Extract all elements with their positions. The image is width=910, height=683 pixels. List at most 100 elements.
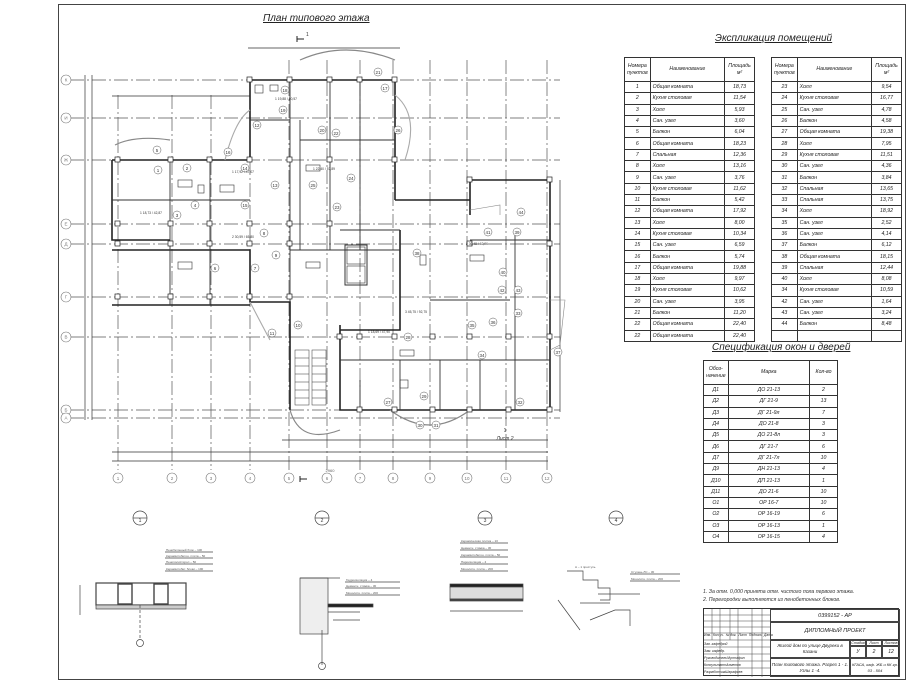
room-area: 11,62 xyxy=(724,182,755,195)
element-mark: ДГ 21-7 xyxy=(727,440,811,453)
room-number: 22 xyxy=(624,329,651,342)
col-num: Номера пунктов xyxy=(771,57,798,82)
room-area: 1,64 xyxy=(871,295,902,308)
room-label: 8 xyxy=(263,231,266,236)
room-area: 8,08 xyxy=(871,273,902,286)
sheet-ref: Лист 2 xyxy=(495,436,513,442)
room-area: 8,48 xyxy=(871,318,902,331)
room-number: 22 xyxy=(624,318,651,331)
element-qty: 4 xyxy=(809,530,838,544)
room-label: 20 xyxy=(319,128,325,133)
svg-text:Гидроизоляция – 4: Гидроизоляция – 4 xyxy=(346,578,373,582)
apartment-tag: 1 18,73 / 42,87 xyxy=(140,211,162,215)
axis-column-label: 6 xyxy=(326,476,329,481)
room-number: 30 xyxy=(771,160,798,173)
axis-column-label: 5 xyxy=(288,476,291,481)
room-name: Холл xyxy=(649,216,726,229)
room-number: 37 xyxy=(771,239,798,252)
svg-text:Керамическая плитка – 10: Керамическая плитка – 10 xyxy=(461,539,498,543)
axis-row-label: А xyxy=(64,416,67,421)
room-number: 7 xyxy=(624,148,651,162)
room-area: 6,59 xyxy=(724,239,755,252)
room-area: 5,93 xyxy=(724,103,755,116)
element-code: Д6 xyxy=(703,440,729,453)
room-name: Балкон xyxy=(796,171,873,184)
room-area: 18,23 xyxy=(724,137,755,150)
col-code: Обоз-начение xyxy=(703,360,729,385)
axis-column-label: 11 xyxy=(504,476,509,481)
room-label: 9 xyxy=(275,253,278,258)
room-number: 33 xyxy=(771,193,798,207)
room-number: 2 xyxy=(624,92,651,105)
stage-value: У xyxy=(850,646,866,658)
element-code: Д7 xyxy=(703,451,729,465)
room-label: 32 xyxy=(517,400,523,405)
svg-text:А – 1 проступь: А – 1 проступь xyxy=(575,565,596,569)
svg-text:Ступень ЛС – 30: Ступень ЛС – 30 xyxy=(631,570,655,574)
room-name: Сан. узел xyxy=(796,216,873,229)
element-mark: ОР 16-7 xyxy=(727,496,811,510)
element-qty: 2 xyxy=(809,383,838,397)
room-name: Холл xyxy=(796,137,873,150)
room-number: 19 xyxy=(624,284,651,297)
apartment-tag: 3 45,75 / 92,75 xyxy=(405,310,427,314)
room-area: 5,74 xyxy=(724,250,755,263)
room-area: 9,97 xyxy=(724,273,755,286)
room-label: 18 xyxy=(282,88,288,93)
room-number: 3 xyxy=(624,103,651,116)
room-label: 24 xyxy=(348,176,354,181)
room-label: 28 xyxy=(405,335,411,340)
room-area: 13,16 xyxy=(724,160,755,173)
room-name: Холл xyxy=(796,80,873,94)
sheet-label: Лист xyxy=(866,640,882,646)
element-mark: ДН 21-13 xyxy=(727,463,811,476)
room-number: 27 xyxy=(771,126,798,139)
room-name: Балкон xyxy=(649,250,726,263)
room-area: 18,15 xyxy=(871,250,902,263)
room-number: 44 xyxy=(771,318,798,331)
room-name: Кухня столовая xyxy=(649,227,726,241)
room-label: 5 xyxy=(156,148,159,153)
axis-column-label: 3 xyxy=(210,476,213,481)
room-name: Балкон xyxy=(649,193,726,207)
room-name: Балкон xyxy=(649,306,726,320)
room-area: 11,51 xyxy=(871,148,902,162)
room-number: 23 xyxy=(771,80,798,94)
room-name: Сан. узел xyxy=(796,306,873,320)
room-area: 7,95 xyxy=(871,137,902,150)
floor-plan: 2960 1 1 Лист 2 123456789101112131415161… xyxy=(60,32,566,484)
element-code: О2 xyxy=(703,508,729,521)
room-area: 9,54 xyxy=(871,80,902,94)
room-label: 6 xyxy=(214,266,217,271)
room-area: 11,20 xyxy=(724,306,755,320)
element-mark: ДО 21-6 xyxy=(727,485,811,498)
room-label: 7 xyxy=(254,266,257,271)
svg-text:Пенобетонный блок – 100: Пенобетонный блок – 100 xyxy=(166,548,202,552)
element-qty: 6 xyxy=(809,440,838,453)
svg-text:Керамзитобетон. плита – 50: Керамзитобетон. плита – 50 xyxy=(461,553,500,557)
axis-column-label: 8 xyxy=(392,476,395,481)
room-area: 10,34 xyxy=(724,227,755,241)
room-area: 19,88 xyxy=(724,261,755,275)
svg-text:Керамзитобетон. плита – 50: Керамзитобетон. плита – 50 xyxy=(166,554,205,558)
element-qty: 13 xyxy=(809,395,838,408)
room-number: 35 xyxy=(771,216,798,229)
